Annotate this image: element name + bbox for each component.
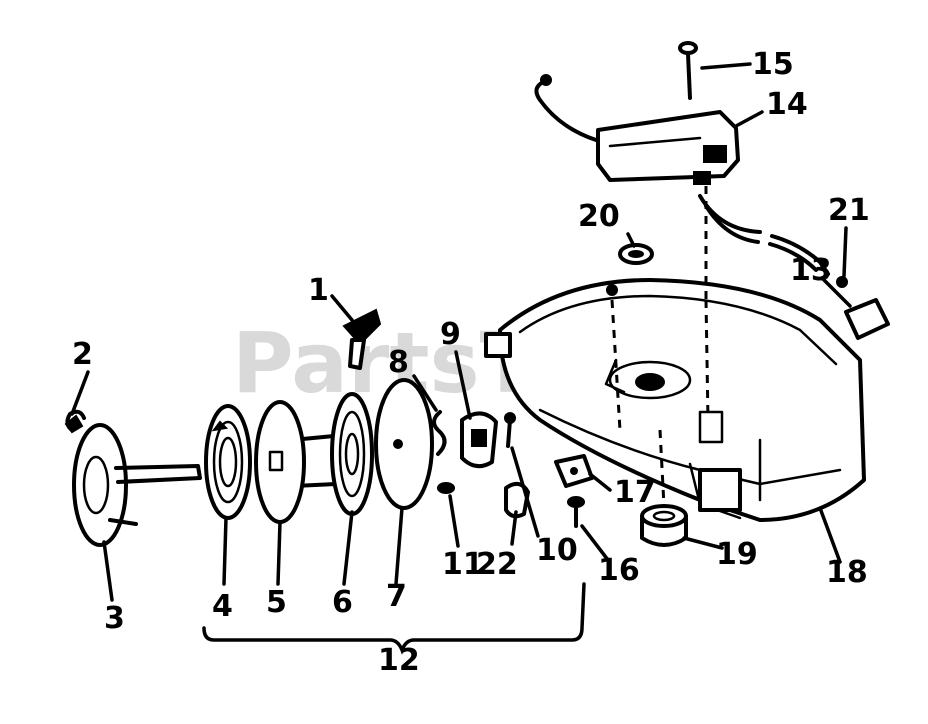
callout-21: 21 [828,193,870,228]
starter-disc-icon [254,400,338,524]
grommet-icon [618,243,654,265]
callout-18: 18 [826,555,868,590]
spring-clip-icon [432,410,447,456]
leader-lines [70,62,852,655]
callout-5: 5 [266,585,287,620]
callout-14: 14 [766,87,808,122]
callout-4: 4 [212,589,233,624]
callout-22: 22 [476,547,518,582]
callout-2: 2 [72,337,93,372]
clip-icon [504,481,530,519]
callout-6: 6 [332,585,353,620]
nut-plate-icon [554,454,594,488]
callout-12: 12 [378,643,420,678]
callout-1: 1 [308,273,329,308]
callout-9: 9 [440,317,461,352]
retainer-icon [460,411,498,469]
pawl-icon [342,308,382,370]
alignment-line [704,299,710,421]
callout-11: 11 [442,547,484,582]
callout-3: 3 [104,601,125,636]
callout-10: 10 [536,533,578,568]
coil-unit-icon [534,74,740,185]
screw-icon [567,496,585,528]
starter-pulley-icon [330,392,374,516]
callout-17: 17 [614,475,656,510]
alignment-line [610,299,622,431]
fuel-hose-icon [698,194,890,340]
callout-13: 13 [790,253,832,288]
callout-labels: 1 2 3 4 5 6 7 8 9 10 11 12 13 14 15 16 1… [72,47,870,678]
starter-plate-assembly-icon [64,409,202,547]
recoil-starter-housing-icon [484,278,866,522]
small-screw-icon [437,482,455,494]
callout-19: 19 [716,537,758,572]
pin-icon [504,412,516,448]
callout-20: 20 [578,199,620,234]
callout-15: 15 [752,47,794,82]
callout-7: 7 [386,579,407,614]
callout-8: 8 [388,345,409,380]
callout-16: 16 [598,553,640,588]
bushing-icon [640,504,688,547]
bolt-icon [678,41,698,100]
alignment-line [658,429,666,507]
rewind-spring-icon [204,404,252,520]
drive-plate-icon [374,378,434,510]
